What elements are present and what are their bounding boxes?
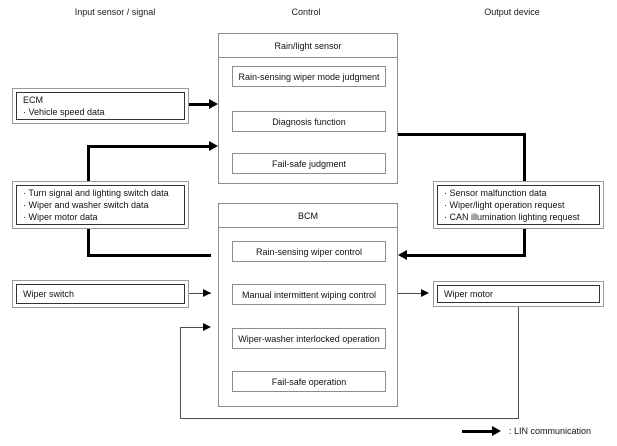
function-fail-safe-operation[interactable]: Fail-safe operation (232, 371, 386, 392)
legend-label: : LIN communication (509, 426, 592, 436)
connector-bcm-to-wipermotor (398, 293, 424, 294)
column-header-input: Input sensor / signal (74, 7, 156, 17)
connector-feedback-vertical-right (518, 307, 519, 419)
ecm-line-1: ECM (23, 95, 43, 105)
connector-outputdata-to-bcm-horizontal (407, 254, 526, 257)
function-rain-sensing-wiper-control[interactable]: Rain-sensing wiper control (232, 241, 386, 262)
legend-arrow-head-icon (492, 426, 501, 436)
connector-switchdata-to-sensor (87, 145, 211, 148)
wiper-motor-label: Wiper motor (444, 289, 494, 299)
connector-feedback-horizontal-bottom (180, 418, 519, 419)
sensor-data-line-3: · CAN illumination lighting request (444, 212, 580, 222)
arrowhead-ecm-to-sensor (209, 99, 218, 109)
arrowhead-feedback-to-bcm (203, 323, 211, 331)
input-block-switch-data[interactable]: · Turn signal and lighting switch data ·… (12, 181, 189, 229)
legend: : LIN communication (462, 426, 591, 436)
connector-outputdata-to-bcm-vertical (523, 229, 526, 257)
output-block-sensor-data[interactable]: · Sensor malfunction data · Wiper/light … (433, 181, 604, 229)
wiper-switch-label: Wiper switch (23, 289, 75, 299)
switch-data-line-2: · Wiper and washer switch data (23, 200, 149, 210)
function-manual-intermittent-wiping-control[interactable]: Manual intermittent wiping control (232, 284, 386, 305)
input-block-wiper-switch[interactable]: Wiper switch (12, 280, 189, 308)
module-title-bcm: BCM (219, 204, 397, 228)
connector-sensor-to-outputdata-horizontal (398, 133, 526, 136)
arrowhead-switchdata-to-sensor (209, 141, 218, 151)
arrowhead-wiperswitch-to-bcm (203, 289, 211, 297)
function-fail-safe-judgment[interactable]: Fail-safe judgment (232, 153, 386, 174)
arrowhead-bcm-to-wipermotor (421, 289, 429, 297)
module-title-rain-light-sensor: Rain/light sensor (219, 34, 397, 58)
ecm-line-2: · Vehicle speed data (23, 107, 105, 117)
function-wiper-washer-interlocked-operation[interactable]: Wiper-washer interlocked operation (232, 328, 386, 349)
output-block-wiper-motor[interactable]: Wiper motor (433, 281, 604, 307)
connector-wiperswitch-to-bcm (189, 293, 211, 294)
column-header-output: Output device (484, 7, 540, 17)
module-bcm[interactable]: BCM Rain-sensing wiper control Manual in… (218, 203, 398, 407)
function-rain-sensing-wiper-mode-judgment[interactable]: Rain-sensing wiper mode judgment (232, 66, 386, 87)
connector-feedback-horizontal-top (180, 327, 206, 328)
sensor-data-line-2: · Wiper/light operation request (444, 200, 565, 210)
arrowhead-outputdata-to-bcm (398, 250, 407, 260)
function-diagnosis[interactable]: Diagnosis function (232, 111, 386, 132)
connector-sensor-to-outputdata-vertical (523, 133, 526, 181)
connector-switchdata-to-bcm-horizontal (87, 254, 211, 257)
connector-switchdata-riser (87, 145, 90, 181)
column-header-control: Control (291, 7, 321, 17)
sensor-data-line-1: · Sensor malfunction data (444, 188, 547, 198)
connector-switchdata-to-bcm-vertical (87, 229, 90, 257)
connector-feedback-vertical-left (180, 327, 181, 419)
connector-ecm-to-sensor (189, 103, 211, 106)
module-rain-light-sensor[interactable]: Rain/light sensor Rain-sensing wiper mod… (218, 33, 398, 184)
switch-data-line-3: · Wiper motor data (23, 212, 98, 222)
input-block-ecm[interactable]: ECM · Vehicle speed data (12, 88, 189, 124)
legend-arrow-line-icon (462, 429, 492, 433)
switch-data-line-1: · Turn signal and lighting switch data (23, 188, 169, 198)
